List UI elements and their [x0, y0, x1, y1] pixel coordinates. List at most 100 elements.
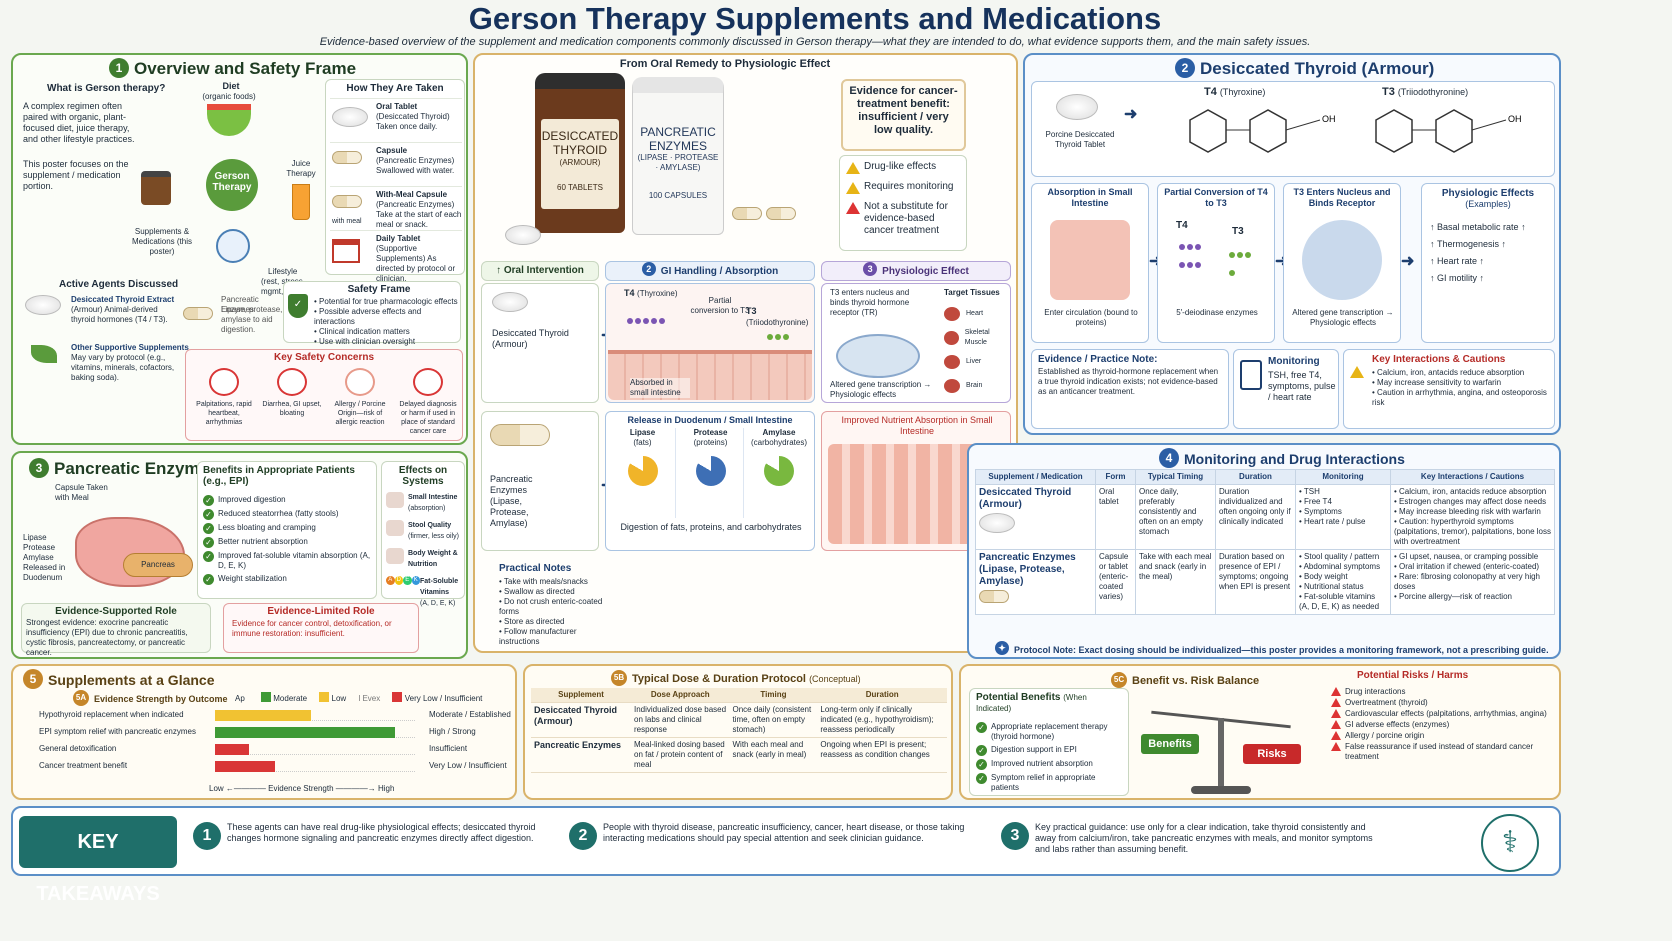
bottle2-label-line: ENZYMES [648, 139, 707, 153]
physiologic-effect: ↑ Thermogenesis ↑ [1430, 239, 1507, 249]
monitoring-box: Monitoring TSH, free T4, symptoms, pulse… [1233, 349, 1339, 429]
thyroid-effect-card: T3 enters nucleus and binds thyroid horm… [821, 283, 1011, 403]
oral-enzyme-card: Pancreatic Enzymes (Lipase, Protease, Am… [481, 411, 599, 551]
system-effect: Small Intestine(absorption) [386, 492, 460, 518]
leaf-icon [31, 345, 57, 363]
takeaway-number: 3 [1001, 822, 1029, 850]
check-icon: ✓ [976, 722, 987, 733]
warning-icon [1331, 698, 1341, 707]
target-tissue: Brain [944, 374, 1010, 398]
pancreas-icon: Pancreas [123, 553, 193, 577]
chart-bar [215, 744, 249, 755]
meditation-icon [216, 229, 250, 263]
benefit-item: ✓Reduced steatorrhea (fatty stools) [203, 509, 371, 520]
warning-flag: Not a substitute for evidence-based canc… [840, 196, 966, 239]
how-taken: How They Are Taken Oral Tablet(Desiccate… [325, 79, 465, 283]
frame-item: • Potential for true pharmacologic effec… [314, 297, 458, 306]
physiologic-effects: Physiologic Effects (Examples) ↑ Basal m… [1421, 183, 1555, 343]
muscle-icon [944, 331, 959, 345]
capsule-icon [332, 195, 362, 213]
capsule-label: Capsule Taken with Meal [55, 483, 108, 502]
enzyme-name: Protease [693, 428, 728, 437]
benefit-item: ✓Weight stabilization [203, 574, 371, 585]
absorbed-label: Absorbed in small intestine [630, 378, 690, 398]
diet-label: Diet [222, 81, 240, 91]
potential-risk: Allergy / porcine origin [1331, 731, 1556, 741]
flow-step-text: 5′-deiodinase enzymes [1176, 308, 1258, 317]
potential-benefit: ✓Digestion support in EPI [976, 745, 1122, 756]
check-icon: ✓ [203, 574, 214, 585]
row-name: Desiccated Thyroid (Armour) [975, 484, 1096, 550]
juice-label: Juice Therapy [286, 159, 316, 178]
heart-warning-icon [209, 368, 239, 396]
liver-icon [944, 355, 960, 369]
system-effect: Stool Quality(firmer, less oily) [386, 520, 460, 546]
clipboard-icon [1240, 360, 1262, 390]
vitamin-badge: D [394, 576, 403, 585]
chart-bar [215, 761, 275, 772]
potential-benefits: Potential Benefits (When Indicated) ✓App… [969, 688, 1129, 796]
benefits-label: Benefits [1141, 734, 1199, 754]
thyroid-absorption-card: T4 (Thyroxine) Partial conversion to T3 … [605, 283, 815, 403]
cell-form: Oral tablet [1095, 484, 1136, 550]
t4-molecules-icon [626, 312, 666, 330]
evidence-practice-note: Evidence / Practice Note: Established as… [1031, 349, 1229, 429]
potential-risk: Drug interactions [1331, 687, 1556, 697]
frame-item: • Clinical indication matters [314, 327, 410, 336]
thyroid-tablets-icon [25, 295, 61, 320]
active-agents: Active Agents Discussed Desiccated Thyro… [19, 277, 289, 382]
safety-frame: ✓ Safety Frame • Potential for true phar… [283, 281, 461, 346]
enzyme-pacman-icon [695, 456, 726, 486]
risks-label: Risks [1243, 744, 1301, 764]
table-header: Monitoring [1295, 469, 1391, 485]
bottle1-label-line: 60 TABLETS [557, 183, 603, 192]
capsule-icon [979, 590, 1092, 607]
enzyme-substrate: (proteins) [693, 438, 728, 447]
warning-icon [1331, 742, 1341, 751]
nucleus-text: T3 enters nucleus and binds thyroid horm… [830, 288, 910, 317]
takeaways-label: KEY TAKEAWAYS [19, 816, 177, 905]
table-row: Desiccated Thyroid (Armour)Individualize… [531, 702, 947, 738]
target-tissue: Heart [944, 302, 1010, 326]
how-item-title: Capsule [376, 146, 408, 155]
t3-label: T3 [1232, 226, 1244, 237]
potential-benefit: ✓Appropriate replacement therapy (thyroi… [976, 722, 1122, 742]
warning-icon [846, 182, 860, 194]
benefit-item: ✓Less bloating and cramping [203, 523, 371, 534]
tablet-icon [979, 513, 1092, 537]
brain-icon [944, 379, 960, 393]
chart-axis: Low ←———— Evidence Strength ————→ High [209, 784, 395, 793]
benefit-item: ✓Improved fat-soluble vitamin absorption… [203, 551, 371, 571]
open-capsule-icon [490, 424, 550, 446]
loose-tablets-icon [505, 225, 541, 250]
poster-subtitle: Evidence-based overview of the supplemen… [319, 36, 1311, 48]
t4-structure-icon: OH [1189, 109, 1336, 153]
heart-icon [944, 307, 960, 321]
enzyme-item: Protease(proteins) [678, 428, 744, 518]
row-name: Pancreatic Enzymes (Lipase, Protease, Am… [975, 549, 1096, 615]
targets-title: Target Tissues [944, 288, 1000, 297]
bottle2-label-line: 100 CAPSULES [648, 191, 708, 200]
enzyme-release-card: Release in Duodenum / Small Intestine Li… [605, 411, 815, 551]
how-item: With-Meal Capsule(Pancreatic Enzymes) Ta… [330, 186, 462, 229]
enzyme-item: Amylase(carbohydrates) [746, 428, 812, 518]
cell-cautions: • Calcium, iron, antacids reduce absorpt… [1390, 484, 1555, 550]
concerns-title: Key Safety Concerns [273, 352, 375, 363]
flow-arrow: ➜ [1401, 253, 1415, 270]
gerson-overview: What is Gerson therapy? A complex regime… [13, 79, 323, 296]
table-header: Supplement / Medication [975, 469, 1096, 485]
concern-text: Allergy / Porcine Origin—risk of allergi… [334, 401, 386, 426]
benefit-item: ✓Improved digestion [203, 495, 371, 506]
supplement-jar-icon [141, 171, 171, 205]
takeaway-text: People with thyroid disease, pancreatic … [603, 822, 965, 843]
table-header: Duration [817, 688, 947, 703]
active-title: Active Agents Discussed [59, 279, 179, 290]
